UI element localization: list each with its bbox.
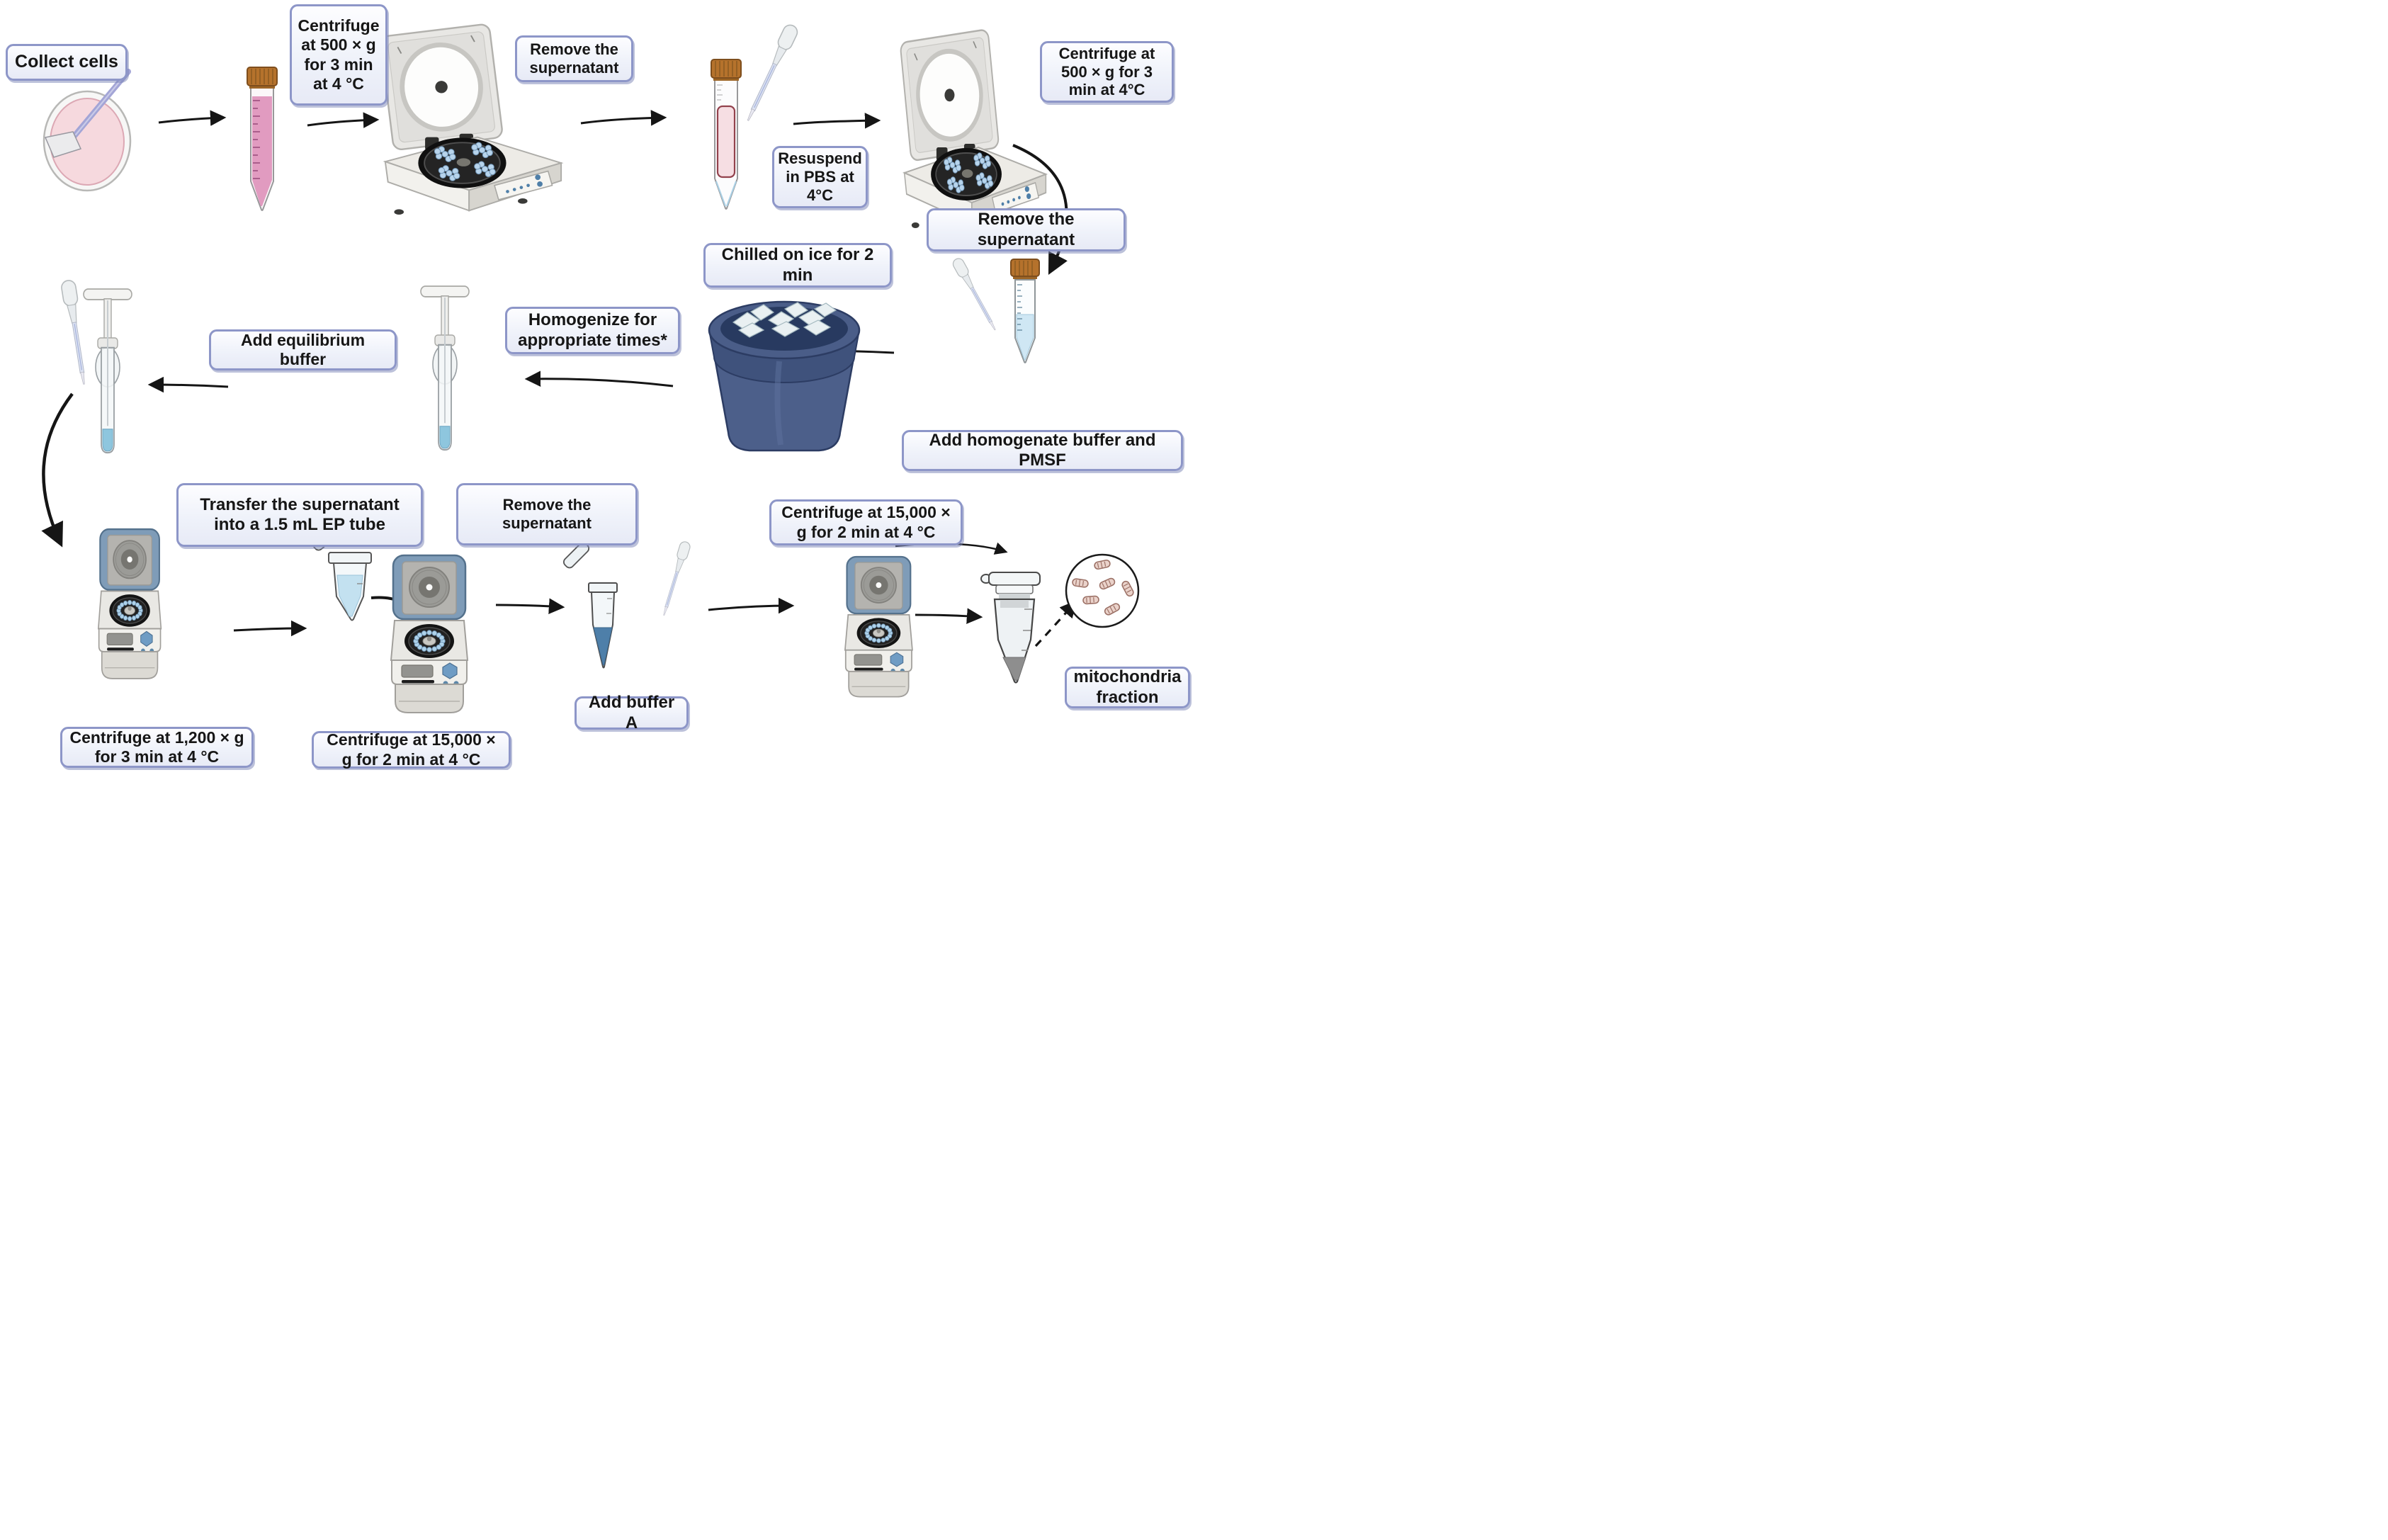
transfer-pipette-4 bbox=[658, 540, 692, 618]
arrow-to-microcentrifuge3 bbox=[708, 597, 795, 614]
ep-tube-open-buffer-a bbox=[562, 542, 618, 669]
step-label: Centrifuge at 500 × g for 3 min at 4°C bbox=[1058, 44, 1155, 99]
step-label: Remove the supernatant bbox=[502, 496, 592, 532]
step-label: Centrifuge at 1,200 × g for 3 min at 4 °… bbox=[69, 727, 244, 766]
step-transfer-supernatant: Transfer the supernatant into a 1.5 mL E… bbox=[176, 483, 423, 547]
arrow-to-final-tube bbox=[915, 608, 983, 624]
microcentrifuge-3 bbox=[844, 555, 914, 698]
step-label: Add equilibrium buffer bbox=[240, 330, 366, 368]
step-centrifuge-500-1: Centrifuge at 500 × g for 3 min at 4 °C bbox=[290, 4, 387, 106]
step-remove-supernatant-1: Remove the supernatant bbox=[515, 35, 633, 82]
arrow-centrifuge3-to-eptube bbox=[233, 620, 307, 637]
step-label: Centrifuge at 15,000 × g for 2 min at 4 … bbox=[781, 503, 951, 541]
step-label: Resuspend in PBS at 4°C bbox=[778, 149, 862, 204]
petri-dish bbox=[43, 90, 132, 192]
arrow-dish-to-tube bbox=[158, 110, 227, 126]
step-chilled-on-ice: Chilled on ice for 2 min bbox=[703, 243, 892, 288]
cell-scraper bbox=[44, 69, 131, 158]
step-add-equilibrium-buffer: Add equilibrium buffer bbox=[209, 329, 397, 370]
diagram-artwork bbox=[41, 0, 1140, 714]
step-centrifuge-1200: Centrifuge at 1,200 × g for 3 min at 4 °… bbox=[60, 727, 254, 768]
step-centrifuge-15000-right: Centrifuge at 15,000 × g for 2 min at 4 … bbox=[769, 499, 963, 545]
step-label: mitochondria fraction bbox=[1073, 667, 1182, 707]
step-add-buffer-a: Add buffer A bbox=[575, 693, 689, 732]
step-label: Chilled on ice for 2 min bbox=[721, 245, 874, 285]
step-centrifuge-15000-mid: Centrifuge at 15,000 × g for 2 min at 4 … bbox=[312, 730, 511, 769]
step-label: Collect cells bbox=[15, 52, 118, 72]
arrow-tube-to-centrifuge1 bbox=[307, 112, 380, 128]
step-resuspend-pbs: Resuspend in PBS at 4°C bbox=[772, 146, 868, 208]
homogenizer-mid bbox=[419, 285, 470, 451]
microcentrifuge-1 bbox=[97, 528, 162, 680]
step-label: Remove the supernatant bbox=[529, 40, 619, 77]
step-label: Centrifuge at 15,000 × g for 2 min at 4 … bbox=[327, 730, 496, 769]
arrow-to-centrifuge2 bbox=[793, 113, 881, 129]
arrow-down-to-centrifuge3 bbox=[41, 392, 74, 548]
arrow-dashed-magnify bbox=[1034, 600, 1077, 647]
homogenizer-left bbox=[82, 288, 133, 454]
arrow-bucket-to-homogenizer bbox=[524, 370, 674, 387]
step-collect-cells: Collect cells bbox=[6, 44, 128, 81]
step-centrifuge-500-2: Centrifuge at 500 × g for 3 min at 4°C bbox=[1040, 41, 1174, 103]
ice-bucket bbox=[708, 300, 861, 452]
conical-tube-with-buffer bbox=[1010, 259, 1040, 363]
step-label: Remove the supernatant bbox=[977, 210, 1075, 249]
step-label: Add buffer A bbox=[588, 693, 675, 732]
microcentrifuge-2 bbox=[390, 554, 469, 714]
transfer-pipette-2 bbox=[951, 256, 1001, 333]
mitochondria-magnified-circle bbox=[1065, 553, 1140, 628]
ep-tube-mitochondria-pellet bbox=[980, 572, 1041, 684]
conical-tube-with-pellet bbox=[711, 59, 742, 210]
transfer-pipette-1 bbox=[741, 22, 800, 125]
arrow-to-left-homogenizer bbox=[147, 376, 229, 393]
step-label: Transfer the supernatant into a 1.5 mL E… bbox=[200, 494, 400, 534]
benchtop-centrifuge-2 bbox=[900, 29, 1046, 228]
step-remove-supernatant-2: Remove the supernatant bbox=[927, 208, 1126, 251]
arrow-to-buffer-a-tube bbox=[495, 598, 565, 614]
conical-tube-cell-suspension bbox=[247, 67, 278, 211]
step-label: Homogenize for appropriate times* bbox=[518, 310, 667, 350]
step-label: Centrifuge at 500 × g for 3 min at 4 °C bbox=[298, 16, 380, 93]
protocol-diagram: Collect cells Centrifuge at 500 × g for … bbox=[0, 0, 1194, 770]
step-homogenize: Homogenize for appropriate times* bbox=[505, 307, 680, 354]
step-label: Add homogenate buffer and PMSF bbox=[929, 430, 1156, 470]
step-mitochondria-fraction: mitochondria fraction bbox=[1065, 667, 1190, 708]
step-add-homogenate-buffer: Add homogenate buffer and PMSF bbox=[902, 430, 1183, 471]
arrow-centrifuge1-to-tube bbox=[580, 110, 667, 126]
ice-cubes bbox=[732, 302, 837, 338]
step-remove-supernatant-3: Remove the supernatant bbox=[456, 483, 638, 545]
